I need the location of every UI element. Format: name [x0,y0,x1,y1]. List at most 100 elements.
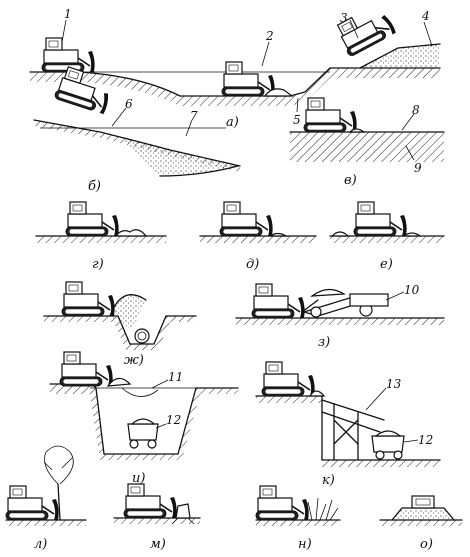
panel-zh: ж) [43,281,197,368]
panel-z-wheel-front [310,306,322,318]
panel-k-ground-top-hatch [256,396,322,403]
panel-label-d: д) [246,257,259,272]
panel-e-soil-behind [330,231,350,237]
panel-z-pusher-tractor [349,293,389,307]
panel-label-k: к) [322,473,335,488]
panel-k-truck-body [371,435,405,453]
panel-a: 1 2 3 4 5 а) [29,1,441,130]
panel-label-a: а) [226,115,239,130]
panel-i-leader-12 [155,423,167,429]
panel-c-leader-9 [405,145,415,161]
bulldozer-panel-n [255,485,310,521]
panel-b-leader-6 [111,107,127,127]
panel-k-truck-wheel-2 [393,450,403,460]
panel-zh-pipe [134,328,150,344]
panel-b-leader-7 [185,119,193,137]
panel-label-zh: ж) [124,353,144,368]
panel-b-spoil [122,138,238,176]
panel-n: н) [255,485,341,552]
panel-i-pour-arc [121,387,159,397]
panel-o-block-inner [415,498,431,506]
panel-a-soil-pile [263,88,294,97]
panel-i-soil [106,377,132,387]
callout-12: 12 [166,413,181,427]
panel-e: е) [329,201,445,272]
bulldozer-panel-d [219,201,274,237]
panel-i-truck-wheel-2 [147,439,157,449]
panel-n-shrubs [307,497,339,521]
panel-k-truck-wheel-1 [375,450,385,460]
panel-g: г) [35,201,167,272]
panel-z-towbar [301,299,319,313]
bulldozer-panel-m [123,483,178,519]
bulldozer-panel-k [261,361,316,397]
panel-zh-backfill-outline [109,294,147,317]
panel-d-soil [267,232,289,237]
bulldozer-panel-g [65,201,120,237]
bulldozer-panel-c [303,97,358,133]
panel-g-ground-hatch [36,236,166,243]
panel-d-ground-hatch [200,236,316,243]
panel-o: о) [379,495,463,552]
panel-i-pit-hatch [50,384,238,460]
panel-label-o: о) [420,537,433,552]
panel-label-e: е) [380,257,393,272]
panel-i-truck-load [130,418,156,425]
panel-label-l: л) [34,537,47,552]
panel-b-spoil-outline [159,165,239,177]
panel-label-i: и) [132,471,145,486]
callout-11: 11 [168,370,183,384]
panel-a-leader-1 [61,19,67,43]
panel-d: д) [199,201,317,272]
panel-i-truck-body [127,423,159,441]
panel-k-leader-13 [365,387,387,411]
panel-i-leader-11 [151,379,169,389]
panel-o-ground-hatch [380,520,462,526]
callout-9: 9 [414,161,422,175]
callout-4: 4 [421,9,430,23]
panel-c-soil [348,128,366,133]
bulldozer-2 [221,61,276,97]
panel-k-truck-load [374,430,402,437]
panel-z-scraper-load [310,288,346,297]
panel-label-z: з) [318,335,330,350]
panel-i-truck-wheel-1 [129,439,139,449]
panel-c: 8 9 в) [289,97,445,188]
callout-8: 8 [412,103,420,117]
panel-z-leader-10 [385,291,405,301]
bulldozer-panel-i [59,351,114,387]
panel-k-leader-12 [403,439,419,443]
panel-z: 10 з) [235,283,445,350]
panel-g-soil-mounds [114,229,148,237]
panel-label-m: м) [150,537,166,552]
panel-m-ground-hatch [114,518,200,524]
panel-l-ground-hatch [6,520,86,526]
panel-k-soil [308,390,326,397]
panel-i: 11 12 и) [49,351,239,486]
panel-e-ground-hatch [330,236,444,243]
panel-k-ground-bottom-hatch [322,460,440,467]
panel-l-tree-crown [43,445,74,485]
panel-a-leader-5 [296,97,299,113]
callout-7: 7 [190,109,198,123]
panel-zh-pipe-inner [137,331,147,341]
panel-m-stump [175,503,191,519]
panel-zh-backfill-soil [110,294,146,330]
panel-zh-trench-hatch [44,316,196,350]
panel-e-soil-front [402,232,422,237]
panel-a-embankment-outline [359,43,441,69]
callout-10: 10 [404,283,420,297]
panel-k: 13 12 к) [255,361,441,488]
panel-label-g: г) [92,257,104,272]
panel-label-c: в) [344,173,357,188]
panel-a-leader-2 [261,41,270,67]
bulldozer-panel-zh [61,281,116,317]
panel-n-ground-hatch [256,520,340,526]
callout-5: 5 [293,113,301,127]
panel-a-leader-3 [349,19,359,39]
bulldozer-panel-e [353,201,408,237]
panel-m: м) [113,483,201,552]
panel-c-leader-8 [401,113,415,131]
panel-a-ground-hatch [30,68,440,106]
